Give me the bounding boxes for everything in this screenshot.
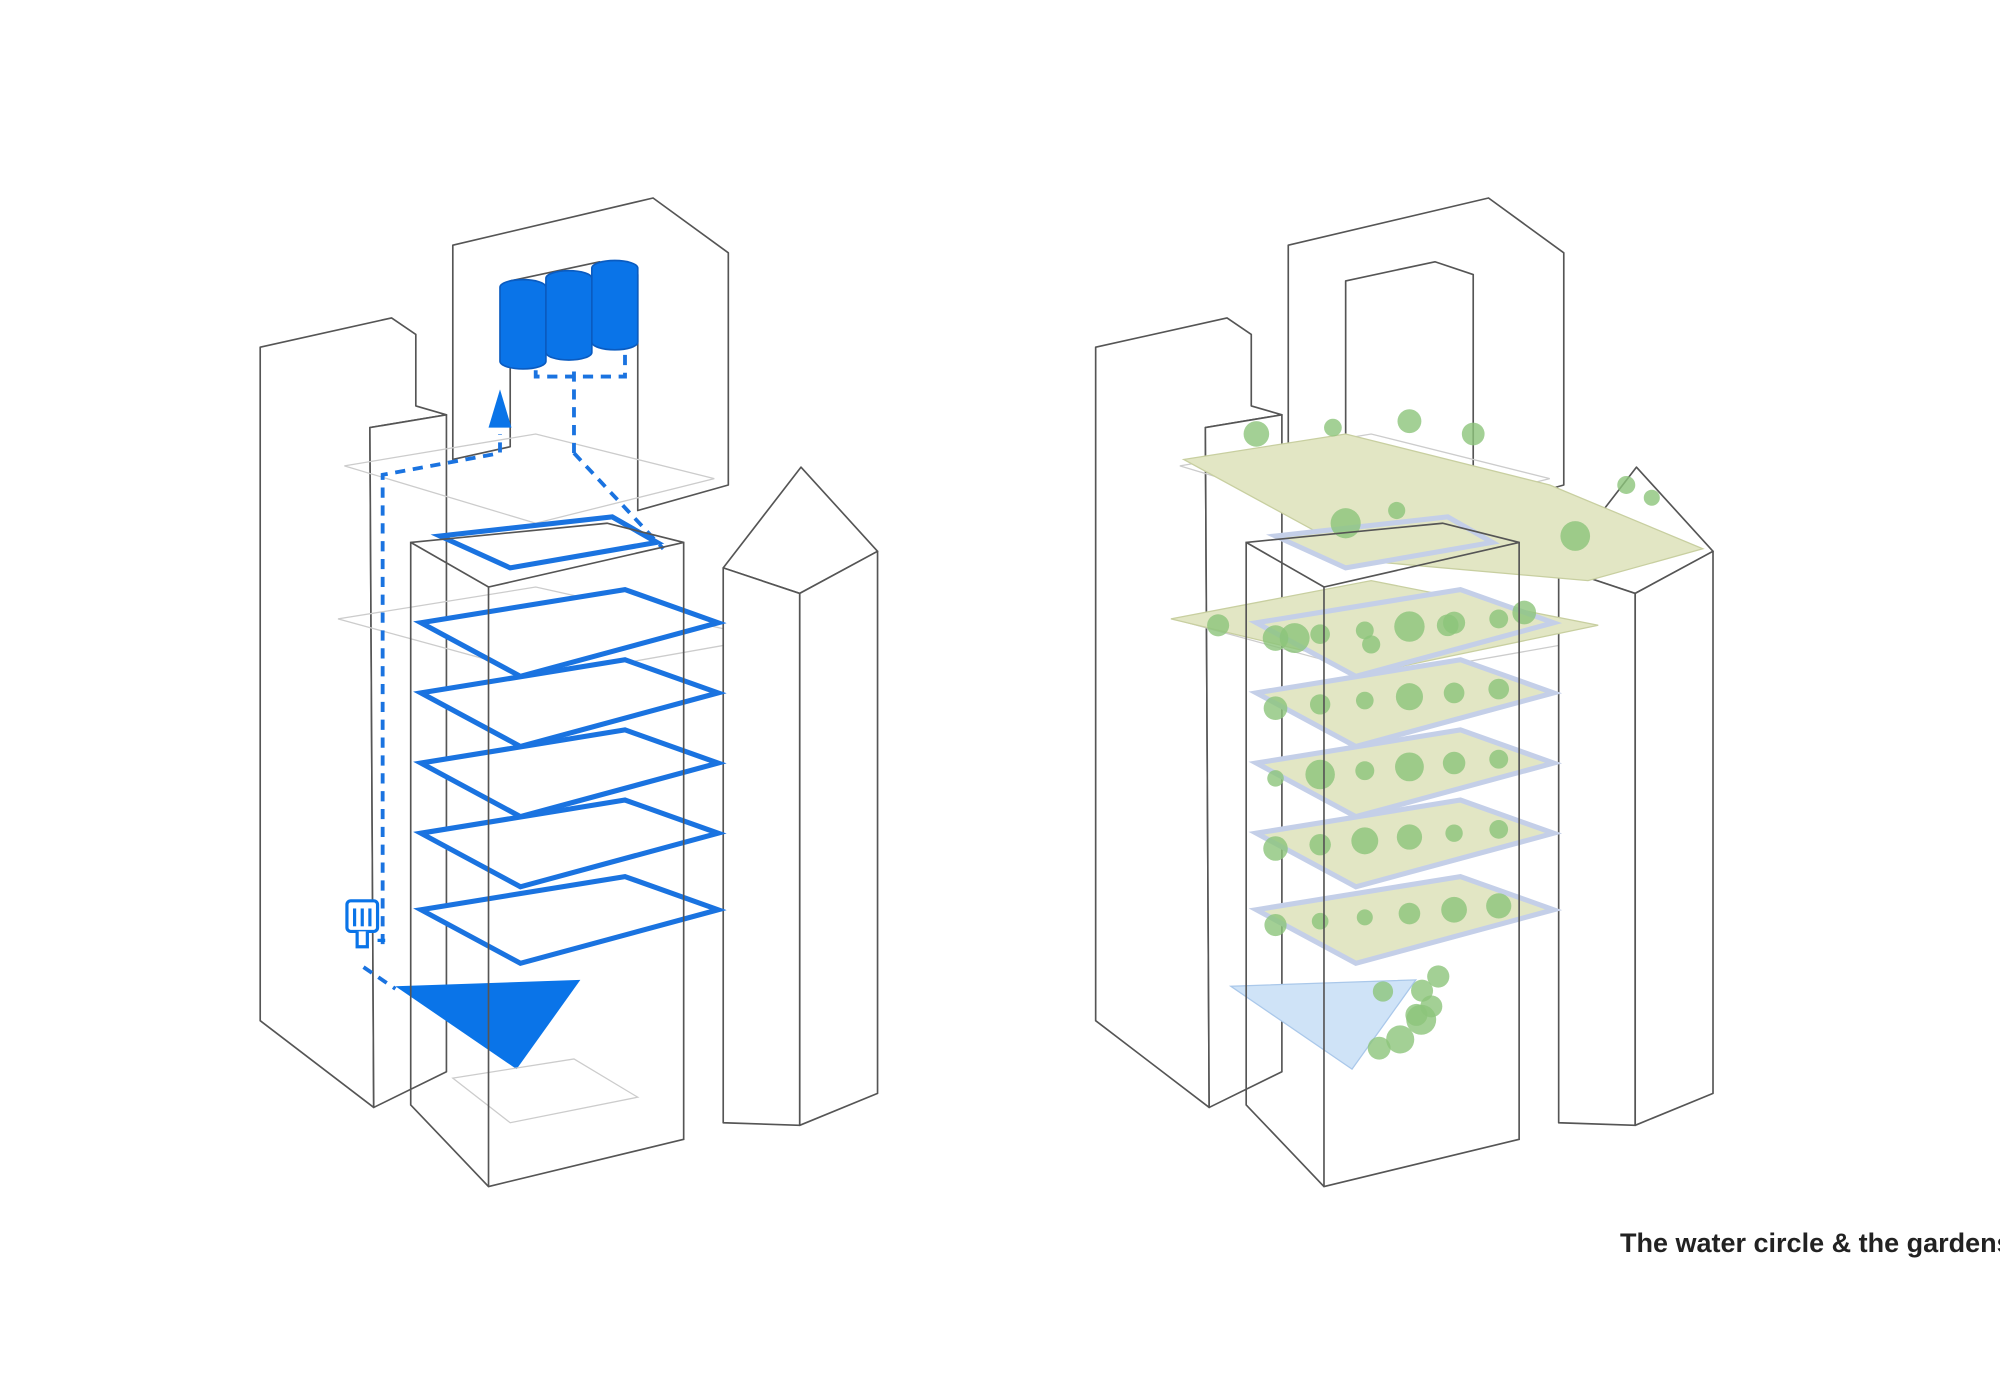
floor-slab	[413, 727, 727, 820]
tree-icon	[1461, 422, 1485, 446]
tree-icon	[1443, 682, 1465, 704]
water-circle-panel	[259, 197, 879, 1188]
tree-icon	[1372, 981, 1394, 1002]
water-tanks	[499, 259, 639, 370]
water-tank	[545, 269, 593, 361]
pump-icon	[345, 899, 386, 949]
tree-icon	[1243, 421, 1270, 447]
tree-icon	[1489, 609, 1509, 629]
tree-icon	[1395, 683, 1424, 711]
tree-icon	[1617, 475, 1636, 494]
tree-icon	[1310, 624, 1330, 645]
tree-icon	[1267, 770, 1284, 787]
tree-icon	[1441, 896, 1467, 923]
floor-slab	[413, 657, 727, 750]
floor-slab	[430, 514, 665, 571]
tree-icon	[1263, 696, 1288, 721]
tree-icon	[1207, 614, 1230, 637]
tree-icon	[1309, 694, 1331, 715]
tree-icon	[1355, 691, 1374, 710]
tree-icon	[1396, 824, 1423, 850]
tree-icon	[1488, 678, 1510, 700]
tree-icon	[1486, 893, 1512, 919]
floor-slab	[413, 586, 727, 680]
tree-icon	[1356, 909, 1373, 926]
tree-icon	[1398, 902, 1421, 925]
tree-icon	[1397, 409, 1422, 434]
tree-icon	[1305, 759, 1335, 790]
tree-icon	[1362, 635, 1381, 654]
tree-icon	[1643, 489, 1660, 506]
tree-icon	[1445, 824, 1463, 842]
floor-slab	[413, 873, 727, 967]
water-tank	[591, 259, 639, 351]
tree-icon	[1263, 836, 1288, 861]
tree-icon	[1395, 752, 1424, 782]
tree-icon	[1330, 508, 1361, 539]
tree-icon	[1442, 751, 1466, 775]
tree-icon	[1367, 1036, 1391, 1060]
tree-icon	[1512, 600, 1537, 625]
water-pipe	[380, 344, 665, 945]
tree-icon	[1443, 611, 1466, 634]
floor-slab	[413, 797, 727, 890]
diagram-caption: The water circle & the gardens	[1620, 1228, 2000, 1258]
gardens-panel	[1094, 197, 1714, 1188]
tree-icon	[1279, 623, 1310, 654]
tree-icon	[1489, 749, 1509, 769]
tree-icon	[1264, 913, 1287, 937]
tree-icon	[1351, 827, 1379, 855]
arrow-up-icon	[488, 389, 512, 428]
tree-icon	[1355, 761, 1375, 781]
tree-icon	[1560, 521, 1591, 551]
water-tank	[499, 278, 547, 370]
tree-icon	[1309, 833, 1331, 856]
tree-icon	[1386, 1025, 1415, 1054]
tree-icon	[1394, 611, 1425, 642]
tree-icon	[1324, 418, 1342, 437]
tree-icon	[1311, 912, 1329, 930]
tree-icon	[1388, 501, 1406, 520]
floor-slab	[1266, 514, 1500, 571]
tree-icon	[1411, 979, 1434, 1002]
tree-icon	[1262, 625, 1289, 651]
tree-icon	[1489, 820, 1509, 839]
tree-icon	[1427, 965, 1450, 988]
tree-icon	[1355, 621, 1374, 640]
